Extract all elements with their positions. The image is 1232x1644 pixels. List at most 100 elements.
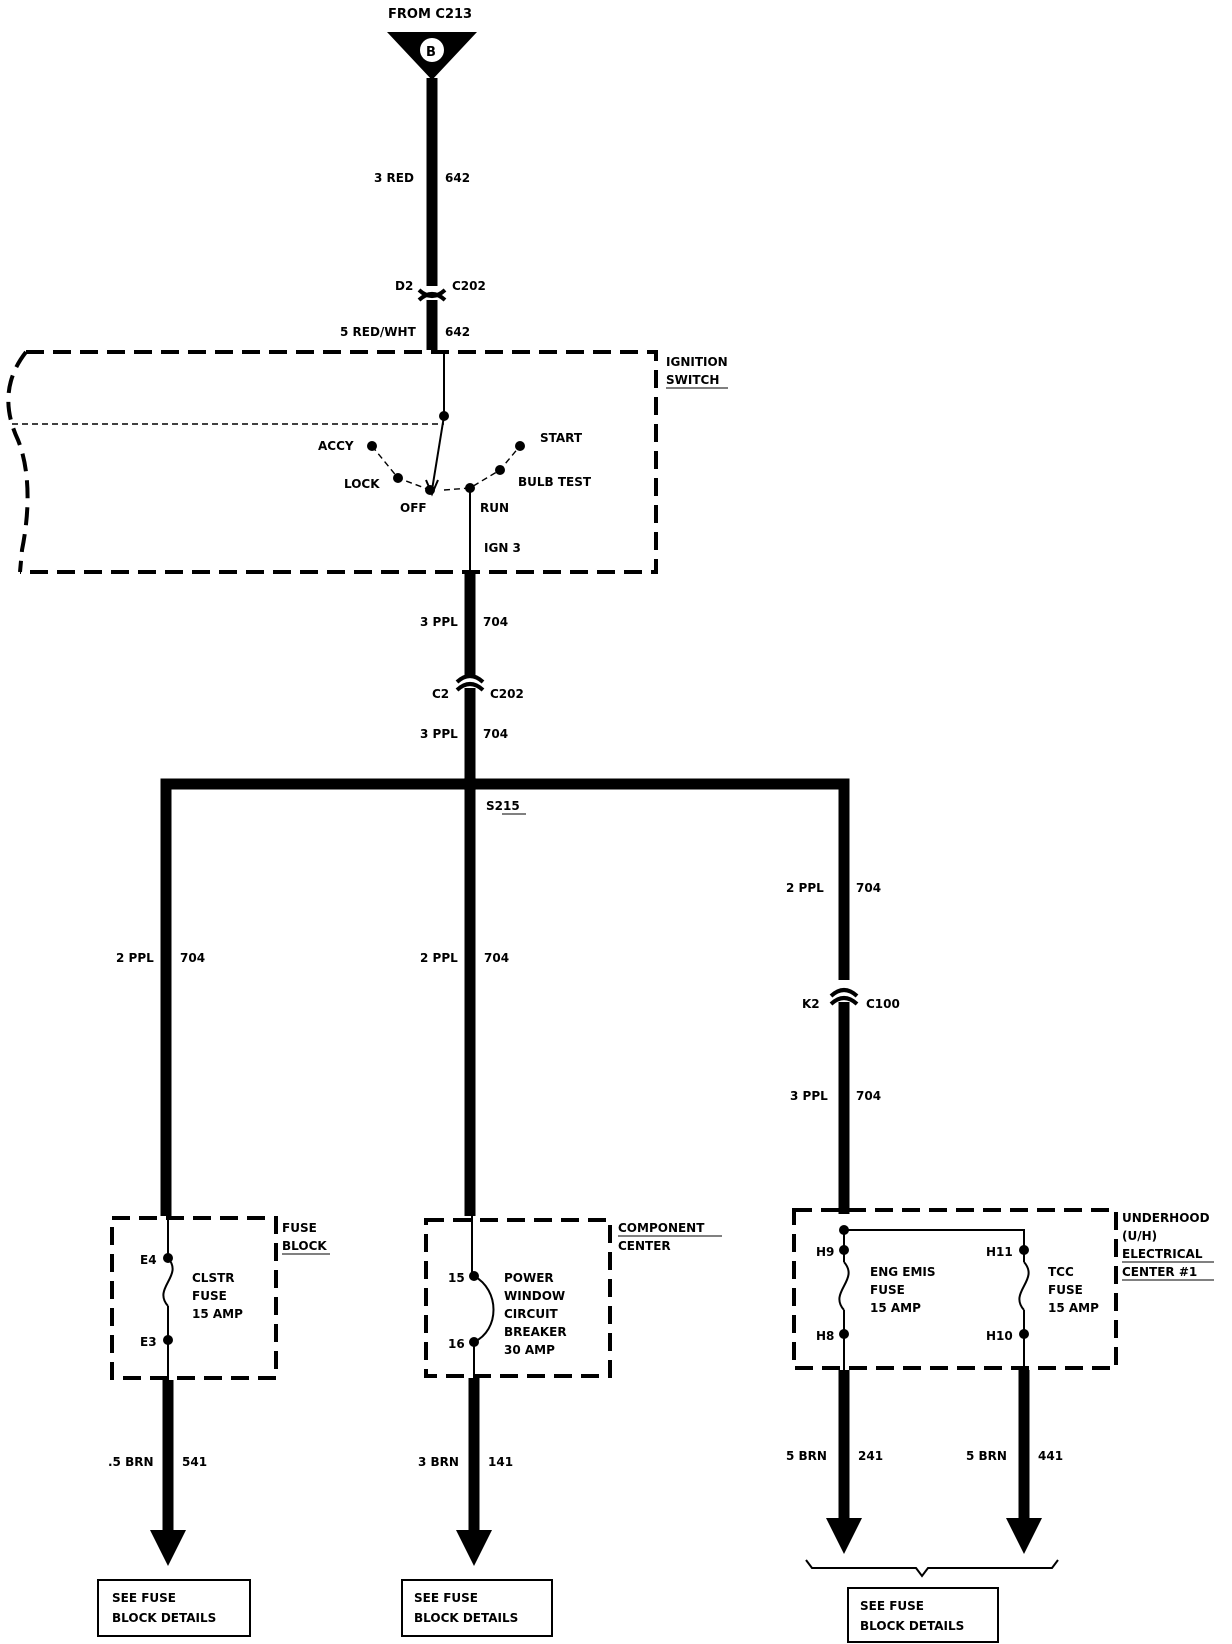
underhood-pin-h10-label: H10 xyxy=(986,1329,1013,1343)
details-box-1-border xyxy=(97,1579,251,1637)
wire-704-left-circuit: 704 xyxy=(180,951,205,965)
underhood-title-3: ELECTRICAL xyxy=(1122,1247,1203,1261)
fuse-block-border xyxy=(110,1216,278,1380)
details-box-2: SEE FUSE BLOCK DETAILS xyxy=(401,1579,553,1637)
fuse-block: FUSE BLOCK E4 E3 CLSTR FUSE 15 AMP xyxy=(110,1216,330,1380)
switch-travel-left xyxy=(371,445,431,491)
wire-704-right-gauge: 2 PPL xyxy=(786,881,824,895)
wire-141-gauge: 3 BRN xyxy=(418,1455,459,1469)
connector-c202-d2-lower-icon xyxy=(417,292,447,302)
wire-642-lower-gauge: 5 RED/WHT xyxy=(340,325,417,339)
wire-441-gauge: 5 BRN xyxy=(966,1449,1007,1463)
fuse-block-title-1: FUSE xyxy=(282,1221,317,1235)
tcc-label-3: 15 AMP xyxy=(1048,1301,1099,1315)
underhood-title-2: (U/H) xyxy=(1122,1229,1157,1243)
details-box-3: SEE FUSE BLOCK DETAILS xyxy=(847,1587,999,1643)
connector-c202-c2: C2 C202 xyxy=(432,674,524,701)
component-center: COMPONENT CENTER 15 16 POWER WINDOW CIRC… xyxy=(424,1216,722,1378)
component-center-pin-15-label: 15 xyxy=(448,1271,465,1285)
switch-label-accy: ACCY xyxy=(318,439,354,453)
wire-241-gauge: 5 BRN xyxy=(786,1449,827,1463)
eng-emis-label-1: ENG EMIS xyxy=(870,1265,936,1279)
fuse-block-title-2: BLOCK xyxy=(282,1239,327,1253)
underhood-electrical-center: UNDERHOOD (U/H) ELECTRICAL CENTER #1 H9 … xyxy=(792,1208,1214,1370)
ignition-switch-title-1: IGNITION xyxy=(666,355,728,369)
connector-c100-pin: K2 xyxy=(802,997,820,1011)
wire-704-upper-gauge: 3 PPL xyxy=(420,615,458,629)
wire-541-circuit: 541 xyxy=(182,1455,207,1469)
clstr-fuse-icon xyxy=(162,1257,174,1307)
wire-642-lower-circuit: 642 xyxy=(445,325,470,339)
tcc-fuse-icon xyxy=(1018,1261,1030,1311)
wire-441-circuit: 441 xyxy=(1038,1449,1063,1463)
source-circle-icon xyxy=(420,38,444,62)
clstr-fuse-label-2: FUSE xyxy=(192,1289,227,1303)
source-label: FROM C213 xyxy=(388,7,472,22)
wire-704-mid-circuit: 704 xyxy=(484,951,509,965)
fuse-block-pin-e4-label: E4 xyxy=(140,1253,157,1267)
switch-label-lock: LOCK xyxy=(344,477,380,491)
connector-c202-d2: D2 C202 xyxy=(395,279,486,302)
source-connector: FROM C213 B xyxy=(387,7,477,80)
details-box-3-line-2: BLOCK DETAILS xyxy=(860,1619,964,1633)
splice-bus xyxy=(160,778,850,1216)
wire-541-arrow-icon xyxy=(150,1530,186,1566)
clstr-fuse-label-3: 15 AMP xyxy=(192,1307,243,1321)
ignition-switch-break xyxy=(6,350,30,573)
details-box-1: SEE FUSE BLOCK DETAILS xyxy=(97,1579,251,1637)
wire-141-circuit: 141 xyxy=(488,1455,513,1469)
connector-c202-c2-lower-icon xyxy=(455,682,485,692)
wire-704-left-gauge: 2 PPL xyxy=(116,951,154,965)
underhood-center-border xyxy=(792,1208,1118,1370)
wire-704-right-lower-circuit: 704 xyxy=(856,1089,881,1103)
wire-704-middle-gauge: 3 PPL xyxy=(420,727,458,741)
switch-label-bulb-test: BULB TEST xyxy=(518,475,592,489)
switch-output-label: IGN 3 xyxy=(484,541,521,555)
eng-emis-label-3: 15 AMP xyxy=(870,1301,921,1315)
wire-241-circuit: 241 xyxy=(858,1449,883,1463)
switch-label-run: RUN xyxy=(480,501,509,515)
connector-c202-c2-pin: C2 xyxy=(432,687,449,701)
connector-c202-c2-name: C202 xyxy=(490,687,524,701)
circuit-breaker-icon xyxy=(473,1275,495,1343)
breaker-label-3: CIRCUIT xyxy=(504,1307,559,1321)
component-center-title-2: CENTER xyxy=(618,1239,671,1253)
eng-emis-label-2: FUSE xyxy=(870,1283,905,1297)
details-box-3-border xyxy=(847,1587,999,1643)
details-box-1-line-1: SEE FUSE xyxy=(112,1591,176,1605)
details-brace xyxy=(805,1559,1059,1578)
clstr-fuse-label-1: CLSTR xyxy=(192,1271,235,1285)
wire-241-arrow-icon xyxy=(826,1518,862,1554)
fuse-block-pin-e3-label: E3 xyxy=(140,1335,157,1349)
switch-blade xyxy=(431,415,445,491)
wire-642-gauge: 3 RED xyxy=(374,171,414,185)
wire-541-gauge: .5 BRN xyxy=(108,1455,154,1469)
underhood-title-4: CENTER #1 xyxy=(1122,1265,1197,1279)
component-center-pin-16-label: 16 xyxy=(448,1337,465,1351)
wire-704-right-circuit: 704 xyxy=(856,881,881,895)
wire-141-arrow-icon xyxy=(456,1530,492,1566)
underhood-internal-bus xyxy=(844,1229,1025,1250)
connector-c100-upper-icon xyxy=(829,988,859,998)
connector-c100-lower-icon xyxy=(829,996,859,1006)
breaker-label-1: POWER xyxy=(504,1271,554,1285)
underhood-pin-h8-label: H8 xyxy=(816,1329,834,1343)
switch-label-start: START xyxy=(540,431,583,445)
details-box-1-line-2: BLOCK DETAILS xyxy=(112,1611,216,1625)
wire-704-middle-circuit: 704 xyxy=(483,727,508,741)
ignition-switch-border xyxy=(20,350,658,574)
details-box-3-line-1: SEE FUSE xyxy=(860,1599,924,1613)
connector-c202-d2-pin: D2 xyxy=(395,279,413,293)
breaker-label-5: 30 AMP xyxy=(504,1343,555,1357)
tcc-label-2: FUSE xyxy=(1048,1283,1083,1297)
connector-c100-name: C100 xyxy=(866,997,900,1011)
underhood-pin-h11-label: H11 xyxy=(986,1245,1013,1259)
component-center-border xyxy=(424,1218,612,1378)
breaker-label-4: BREAKER xyxy=(504,1325,567,1339)
component-center-title-1: COMPONENT xyxy=(618,1221,705,1235)
wire-642-circuit: 642 xyxy=(445,171,470,185)
breaker-label-2: WINDOW xyxy=(504,1289,565,1303)
connector-c100-k2: K2 C100 xyxy=(802,988,900,1011)
details-box-2-border xyxy=(401,1579,553,1637)
